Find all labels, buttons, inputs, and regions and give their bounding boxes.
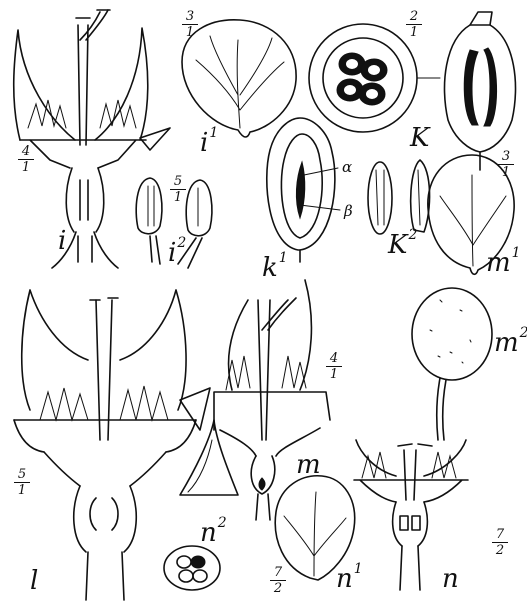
figure-K-ovary-long-section [444, 12, 515, 170]
figure-n2-cross-section [164, 546, 220, 590]
label-i1: i1 [200, 130, 217, 156]
figure-m2-seed [412, 288, 492, 440]
label-K: K [410, 125, 429, 151]
figure-m-flower-section [214, 280, 330, 520]
annotation-alpha: α [342, 160, 352, 175]
label-l: l [30, 568, 38, 594]
label-m2: m2 [494, 330, 527, 356]
label-m1: m1 [486, 250, 520, 276]
figure-i-flower-section [14, 10, 170, 268]
figure-l-flower-section [14, 290, 210, 600]
label-K2: K2 [388, 232, 416, 258]
figure-i1-petal [182, 20, 296, 137]
label-i: i [58, 228, 66, 254]
figure-K-ovary-cross-section [309, 24, 440, 132]
label-i2: i2 [168, 240, 185, 266]
figure-K2-seeds [368, 160, 430, 234]
label-n: n [442, 566, 459, 592]
label-k1: k1 [262, 255, 287, 281]
bract-detail [180, 420, 238, 495]
annotation-beta: β [344, 204, 353, 219]
label-n1: n1 [336, 566, 362, 592]
label-m: m [296, 452, 321, 478]
label-n2: n2 [200, 520, 226, 546]
figure-k1-ovule-section [267, 118, 340, 262]
